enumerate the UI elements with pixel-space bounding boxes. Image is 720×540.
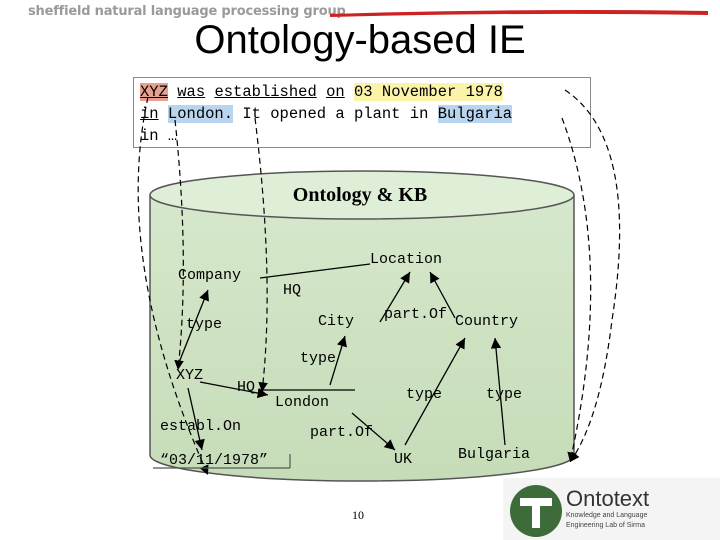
edge-uk-country: [404, 337, 466, 446]
entity-xyz-mention: XYZ: [140, 83, 168, 101]
ontotext-logo-icon: [503, 478, 720, 540]
node-date: “03/11/1978”: [160, 452, 269, 469]
edge-label-partof: part.Of: [384, 306, 448, 323]
link-london-mention: [254, 117, 268, 393]
word-was: was: [177, 83, 206, 101]
node-london: London: [275, 394, 330, 411]
logo-tagline-2: Engineering Lab of Sirma: [566, 522, 645, 529]
link-bulgaria-mention: [561, 117, 592, 463]
word-established: established: [214, 83, 317, 101]
header-brand: sheffield natural language processing gr…: [28, 4, 346, 19]
edge-xyz-date: [187, 387, 205, 451]
edge-hq-class: [259, 263, 371, 279]
word-on: on: [326, 83, 345, 101]
country-mention: Bulgaria: [437, 105, 513, 123]
node-uk: UK: [394, 451, 413, 468]
date-mention: 03 November 1978: [354, 83, 503, 101]
edge-label-type-company: type: [186, 316, 223, 333]
edge-city-location: [379, 271, 411, 323]
edge-xyz-company: [177, 289, 209, 366]
edge-country-location: [429, 271, 456, 319]
node-city: City: [318, 313, 355, 330]
node-location: Location: [370, 251, 443, 268]
city-mention: London.: [167, 105, 234, 123]
link-xyz-mention: [137, 96, 209, 476]
sentence-text-box: XYZ was established on 03 November 1978 …: [133, 77, 591, 148]
header-banner-line: [330, 10, 708, 17]
page-title: Ontology-based IE: [194, 18, 526, 62]
sentence-line3: in …: [140, 127, 178, 145]
edge-label-establon: establ.On: [160, 418, 242, 435]
edge-london-uk: [351, 412, 396, 451]
node-xyz: XYZ: [176, 367, 204, 384]
word-in: in: [140, 105, 159, 123]
node-bulgaria: Bulgaria: [458, 446, 531, 463]
text-span: It opened a plant in: [233, 105, 438, 123]
edge-xyz-london: [199, 381, 269, 399]
edge-label-type-city: type: [300, 350, 337, 367]
link-xyz-instance: [174, 119, 184, 371]
edge-label-hq: HQ: [283, 282, 302, 299]
edge-label-type-bulgaria: type: [486, 386, 523, 403]
edge-label-partof-instance: part.Of: [310, 424, 374, 441]
logo-name: Ontotext: [566, 486, 650, 511]
page-number: 10: [352, 508, 364, 522]
logo-tagline-1: Knowledge and Language: [566, 512, 648, 519]
edge-label-type-uk: type: [406, 386, 443, 403]
edge-bulgaria-country: [490, 337, 506, 446]
link-date-mention: [564, 89, 621, 463]
node-company: Company: [178, 267, 242, 284]
edge-label-hq-instance: HQ: [237, 379, 256, 396]
edge-london-city: [329, 335, 347, 386]
kb-label: Ontology & KB: [292, 184, 428, 206]
node-country: Country: [455, 313, 519, 330]
